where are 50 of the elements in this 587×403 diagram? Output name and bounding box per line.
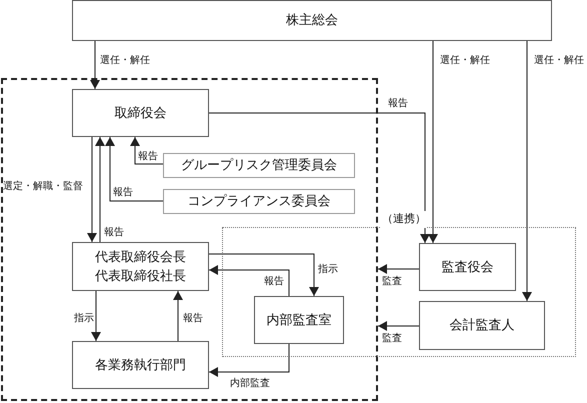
committee-box (163, 153, 355, 178)
box-label: 各業務執行部門 (95, 356, 186, 374)
arrow (378, 264, 420, 274)
edge-label: 選任・解任 (440, 55, 490, 67)
org-box (72, 89, 209, 137)
edge-label: 報告 (264, 276, 284, 288)
edge-label: 指示 (74, 313, 94, 325)
group-label: （連携） (381, 211, 427, 228)
edge-label: 選任・解任 (100, 55, 150, 67)
box-label: 代表取締役社長 (95, 268, 186, 286)
edge-label: 報告 (113, 187, 133, 199)
arrow (208, 344, 290, 377)
arrow (87, 136, 97, 242)
committee-box (163, 189, 355, 214)
edge-label: 報告 (138, 151, 158, 163)
arrow (90, 40, 100, 90)
arrow (208, 112, 430, 244)
edge-label: 内部監査 (230, 378, 270, 390)
arrow (428, 40, 438, 244)
edge-label: 監査 (382, 333, 402, 345)
box-label: 取締役会 (114, 104, 166, 122)
org-box (72, 0, 552, 41)
arrow (522, 40, 532, 302)
edge-label: 指示 (318, 264, 338, 276)
edge-label: 報告 (183, 313, 203, 325)
edge-label: 選定・解職・監督 (3, 181, 83, 193)
arrow (378, 321, 420, 331)
arrow (208, 265, 290, 296)
arrow (173, 290, 183, 342)
edge-label: 監査 (382, 276, 402, 288)
edge-label: 選任・解任 (534, 55, 584, 67)
box-label: 内部監査室 (266, 312, 332, 330)
arrow (208, 254, 319, 296)
arrow (105, 136, 164, 202)
org-box (254, 296, 344, 344)
org-box (72, 242, 209, 291)
box-label: 監査役会 (442, 258, 494, 276)
box-label: 会計監査人 (450, 317, 514, 335)
edge-label: 報告 (388, 98, 408, 110)
box-label: 代表取締役会長 (95, 248, 186, 266)
org-box (419, 243, 516, 291)
box-label: グループリスク管理委員会 (181, 158, 337, 174)
arrow (130, 136, 164, 164)
box-label: コンプライアンス委員会 (188, 194, 330, 210)
box-label: 株主総会 (286, 12, 338, 30)
org-box (419, 301, 545, 350)
arrow (91, 290, 101, 342)
org-box (72, 341, 209, 389)
edge-label: 報告 (104, 227, 124, 239)
arrow (95, 136, 105, 242)
